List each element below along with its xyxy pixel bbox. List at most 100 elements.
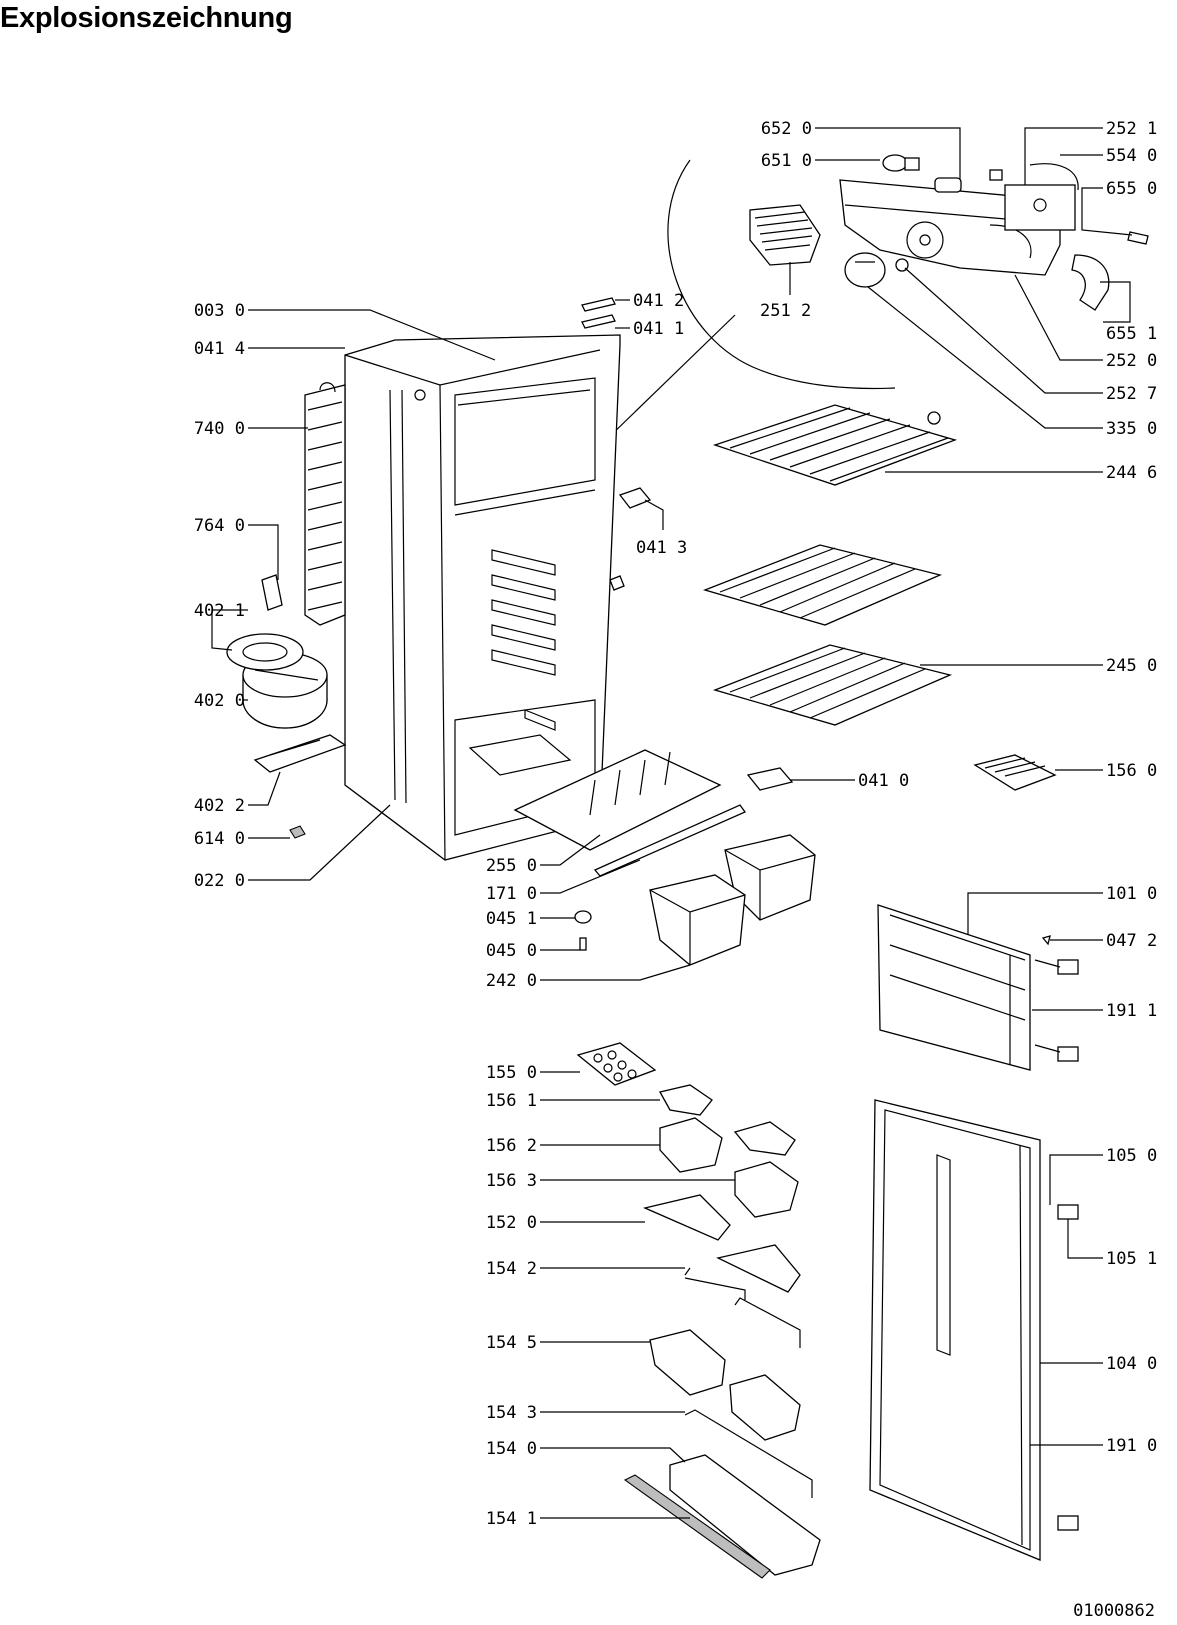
label-156-3: 156 3 <box>486 1171 537 1191</box>
wire-154-2 <box>684 1267 801 1348</box>
label-402-2: 402 2 <box>194 796 245 816</box>
label-191-0: 191 0 <box>1106 1436 1157 1456</box>
screw-045-0 <box>579 937 587 951</box>
label-041-0: 041 0 <box>858 771 909 791</box>
label-022-0: 022 0 <box>194 871 245 891</box>
label-402-1: 402 1 <box>194 601 245 621</box>
bottle-rail-154-1 <box>623 1474 771 1579</box>
label-156-2: 156 2 <box>486 1136 537 1156</box>
label-047-2: 047 2 <box>1106 931 1157 951</box>
label-171-0: 171 0 <box>486 884 537 904</box>
label-655-0: 655 0 <box>1106 179 1157 199</box>
lamp-socket <box>934 177 962 193</box>
label-154-1: 154 1 <box>486 1509 537 1529</box>
compressor-ring <box>226 633 304 671</box>
label-156-0: 156 0 <box>1106 761 1157 781</box>
butter-box <box>734 1161 799 1218</box>
label-764-0: 764 0 <box>194 516 245 536</box>
label-155-0: 155 0 <box>486 1063 537 1083</box>
label-651-0: 651 0 <box>761 151 812 171</box>
crisper-drawer-left <box>649 874 746 966</box>
knob <box>844 252 886 288</box>
shelf-245-bottom <box>712 644 953 726</box>
label-252-0: 252 0 <box>1106 351 1157 371</box>
condenser <box>304 382 346 626</box>
document-number: 01000862 <box>1073 1601 1155 1621</box>
lamp <box>882 154 920 172</box>
freezer-door <box>877 904 1079 1071</box>
label-045-0: 045 0 <box>486 941 537 961</box>
label-003-0: 003 0 <box>194 301 245 321</box>
dairy-lid <box>659 1084 713 1116</box>
screw-047-2 <box>1041 935 1051 946</box>
label-105-0: 105 0 <box>1106 1146 1157 1166</box>
compressor-bracket <box>253 734 347 773</box>
shelf-245-top <box>702 544 943 626</box>
butter-lid <box>733 1121 796 1156</box>
filter-drier <box>261 574 283 611</box>
label-244-6: 244 6 <box>1106 463 1157 483</box>
label-255-0: 255 0 <box>486 856 537 876</box>
page-title: Explosionszeichnung <box>0 2 293 34</box>
stop-pin <box>927 411 941 425</box>
label-191-1: 191 1 <box>1106 1001 1157 1021</box>
label-041-4: 041 4 <box>194 339 245 359</box>
label-041-2: 041 2 <box>633 291 684 311</box>
label-652-0: 652 0 <box>761 119 812 139</box>
shelf-154-upper <box>716 1244 801 1293</box>
label-101-0: 101 0 <box>1106 884 1157 904</box>
clip <box>989 169 1003 181</box>
label-251-2: 251 2 <box>760 301 811 321</box>
label-104-0: 104 0 <box>1106 1354 1157 1374</box>
leader-lines <box>211 127 1133 1519</box>
side-rails <box>491 549 556 731</box>
glass-shelf <box>513 749 722 851</box>
shelf-244 <box>712 404 958 486</box>
label-041-1: 041 1 <box>633 319 684 339</box>
label-554-0: 554 0 <box>1106 146 1157 166</box>
screw-cap <box>1127 231 1149 245</box>
label-154-2: 154 2 <box>486 1259 537 1279</box>
bottle-shelf-154-5 <box>649 1329 726 1396</box>
light-cover <box>1071 254 1110 311</box>
label-252-7: 252 7 <box>1106 384 1157 404</box>
fridge-door <box>869 1099 1079 1561</box>
foot-614 <box>289 825 306 839</box>
label-156-1: 156 1 <box>486 1091 537 1111</box>
part-labels: 652 0 651 0 252 1 554 0 655 0 251 2 655 … <box>194 119 1157 1529</box>
label-242-0: 242 0 <box>486 971 537 991</box>
clip-041-1 <box>609 575 625 591</box>
thermostat <box>1004 163 1079 231</box>
bottle-shelf-small <box>729 1374 801 1441</box>
cap-041-2 <box>581 297 616 312</box>
label-152-0: 152 0 <box>486 1213 537 1233</box>
bottle-shelf-154-0 <box>669 1454 821 1576</box>
label-041-3: 041 3 <box>636 538 687 558</box>
cap-041-1b <box>581 314 616 329</box>
label-245-0: 245 0 <box>1106 656 1157 676</box>
bracket-041-3 <box>618 487 652 509</box>
dairy-box <box>659 1117 723 1173</box>
detail-arc <box>667 159 896 390</box>
wire-154-2b <box>684 1277 746 1300</box>
label-402-0: 402 0 <box>194 691 245 711</box>
label-154-5: 154 5 <box>486 1333 537 1353</box>
label-614-0: 614 0 <box>194 829 245 849</box>
label-105-1: 105 1 <box>1106 1249 1157 1269</box>
label-045-1: 045 1 <box>486 909 537 929</box>
ice-tray <box>973 754 1057 791</box>
egg-tray <box>576 1042 657 1086</box>
small-shelf-152 <box>642 1194 731 1241</box>
bracket-041-0 <box>746 767 794 791</box>
label-740-0: 740 0 <box>194 419 245 439</box>
trim-strip <box>593 804 746 877</box>
wire-154-3 <box>684 1409 813 1498</box>
label-154-3: 154 3 <box>486 1403 537 1423</box>
label-154-0: 154 0 <box>486 1439 537 1459</box>
label-335-0: 335 0 <box>1106 419 1157 439</box>
label-252-1: 252 1 <box>1106 119 1157 139</box>
label-655-1: 655 1 <box>1106 324 1157 344</box>
foot-045-1 <box>574 910 592 924</box>
evaporator-fins <box>749 204 821 266</box>
